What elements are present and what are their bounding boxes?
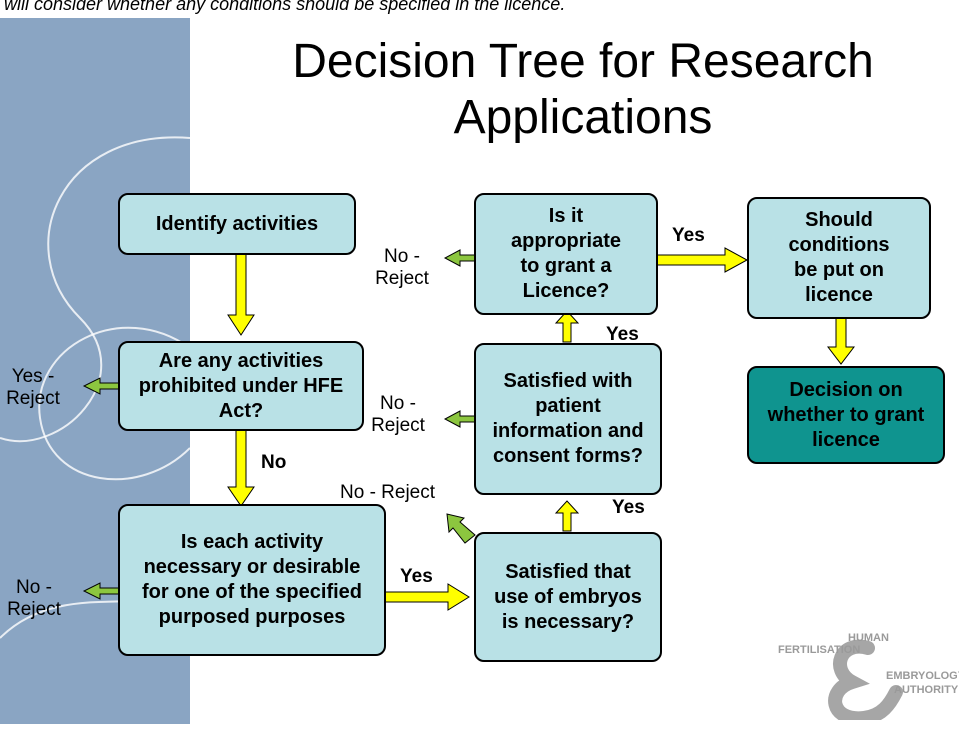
arrow-appropriate-reject: [443, 249, 477, 267]
arrow-embryos-reject: [446, 513, 476, 544]
arrow-embryos-to-patient: [554, 500, 580, 532]
box-appropriate-label: Is it appropriate to grant a Licence?: [510, 205, 622, 302]
box-identify-label: Identify activities: [155, 212, 319, 235]
box-embryos-necessary: Satisfied that use of embryos is necessa…: [474, 532, 662, 662]
arrow-appropriate-to-conditions: [654, 247, 749, 273]
arrow-necessary-reject: [82, 582, 121, 600]
logo-line-1: HUMAN: [848, 632, 889, 644]
box-identify-activities: Identify activities: [118, 193, 356, 255]
label-yes-patient: Yes: [612, 497, 645, 518]
arrow-patient-reject: [443, 410, 477, 428]
box-patient-information: Satisfied with patient information and c…: [474, 343, 662, 495]
hfea-logo-mark: [828, 639, 903, 720]
box-necessary-activity: Is each activity necessary or desirable …: [118, 504, 386, 656]
arrow-prohibited-to-necessary: [227, 429, 255, 507]
arrow-conditions-to-decision: [826, 317, 856, 365]
page-title: Decision Tree for Research Applications: [292, 35, 874, 144]
label-yes-reject-prohibited: Yes - Reject: [6, 366, 60, 409]
label-yes-embryos: Yes: [400, 566, 433, 587]
box-prohibited-label: Are any activities prohibited under HFE …: [138, 349, 344, 422]
arrow-necessary-to-embryos: [377, 583, 470, 611]
logo-line-4: AUTHORITY: [894, 684, 959, 696]
box-prohibited-activities: Are any activities prohibited under HFE …: [118, 341, 364, 431]
box-appropriate-licence: Is it appropriate to grant a Licence?: [474, 193, 658, 315]
logo-line-3: EMBRYOLOGY: [886, 670, 959, 682]
box-conditions-licence: Should conditions be put on licence: [747, 197, 931, 319]
arrow-patient-to-appropriate: [554, 310, 580, 343]
box-decision-label: Decision on whether to grant licence: [767, 378, 925, 451]
label-yes-conditions: Yes: [672, 225, 705, 246]
box-decision-licence: Decision on whether to grant licence: [747, 366, 945, 464]
label-yes-appropriate: Yes: [606, 324, 639, 345]
label-no-prohibited: No: [261, 452, 287, 473]
label-no-reject-embryos: No - Reject: [340, 482, 436, 503]
box-patient-label: Satisfied with patient information and c…: [492, 370, 644, 467]
label-no-reject-patient: No - Reject: [371, 393, 425, 436]
box-embryos-label: Satisfied that use of embryos is necessa…: [494, 560, 642, 633]
label-no-reject-necessary: No - Reject: [7, 577, 61, 620]
top-note-text: will consider whether any conditions sho…: [4, 0, 566, 14]
arrow-identify-to-prohibited: [227, 252, 255, 336]
arrow-prohibited-reject: [82, 377, 121, 395]
logo-line-2: FERTILISATION: [778, 644, 861, 656]
box-necessary-label: Is each activity necessary or desirable …: [141, 531, 363, 628]
hfea-logo: HUMAN FERTILISATION EMBRYOLOGY AUTHORITY: [778, 630, 959, 720]
label-no-reject-appropriate: No - Reject: [375, 246, 429, 289]
box-conditions-label: Should conditions be put on licence: [788, 209, 890, 306]
